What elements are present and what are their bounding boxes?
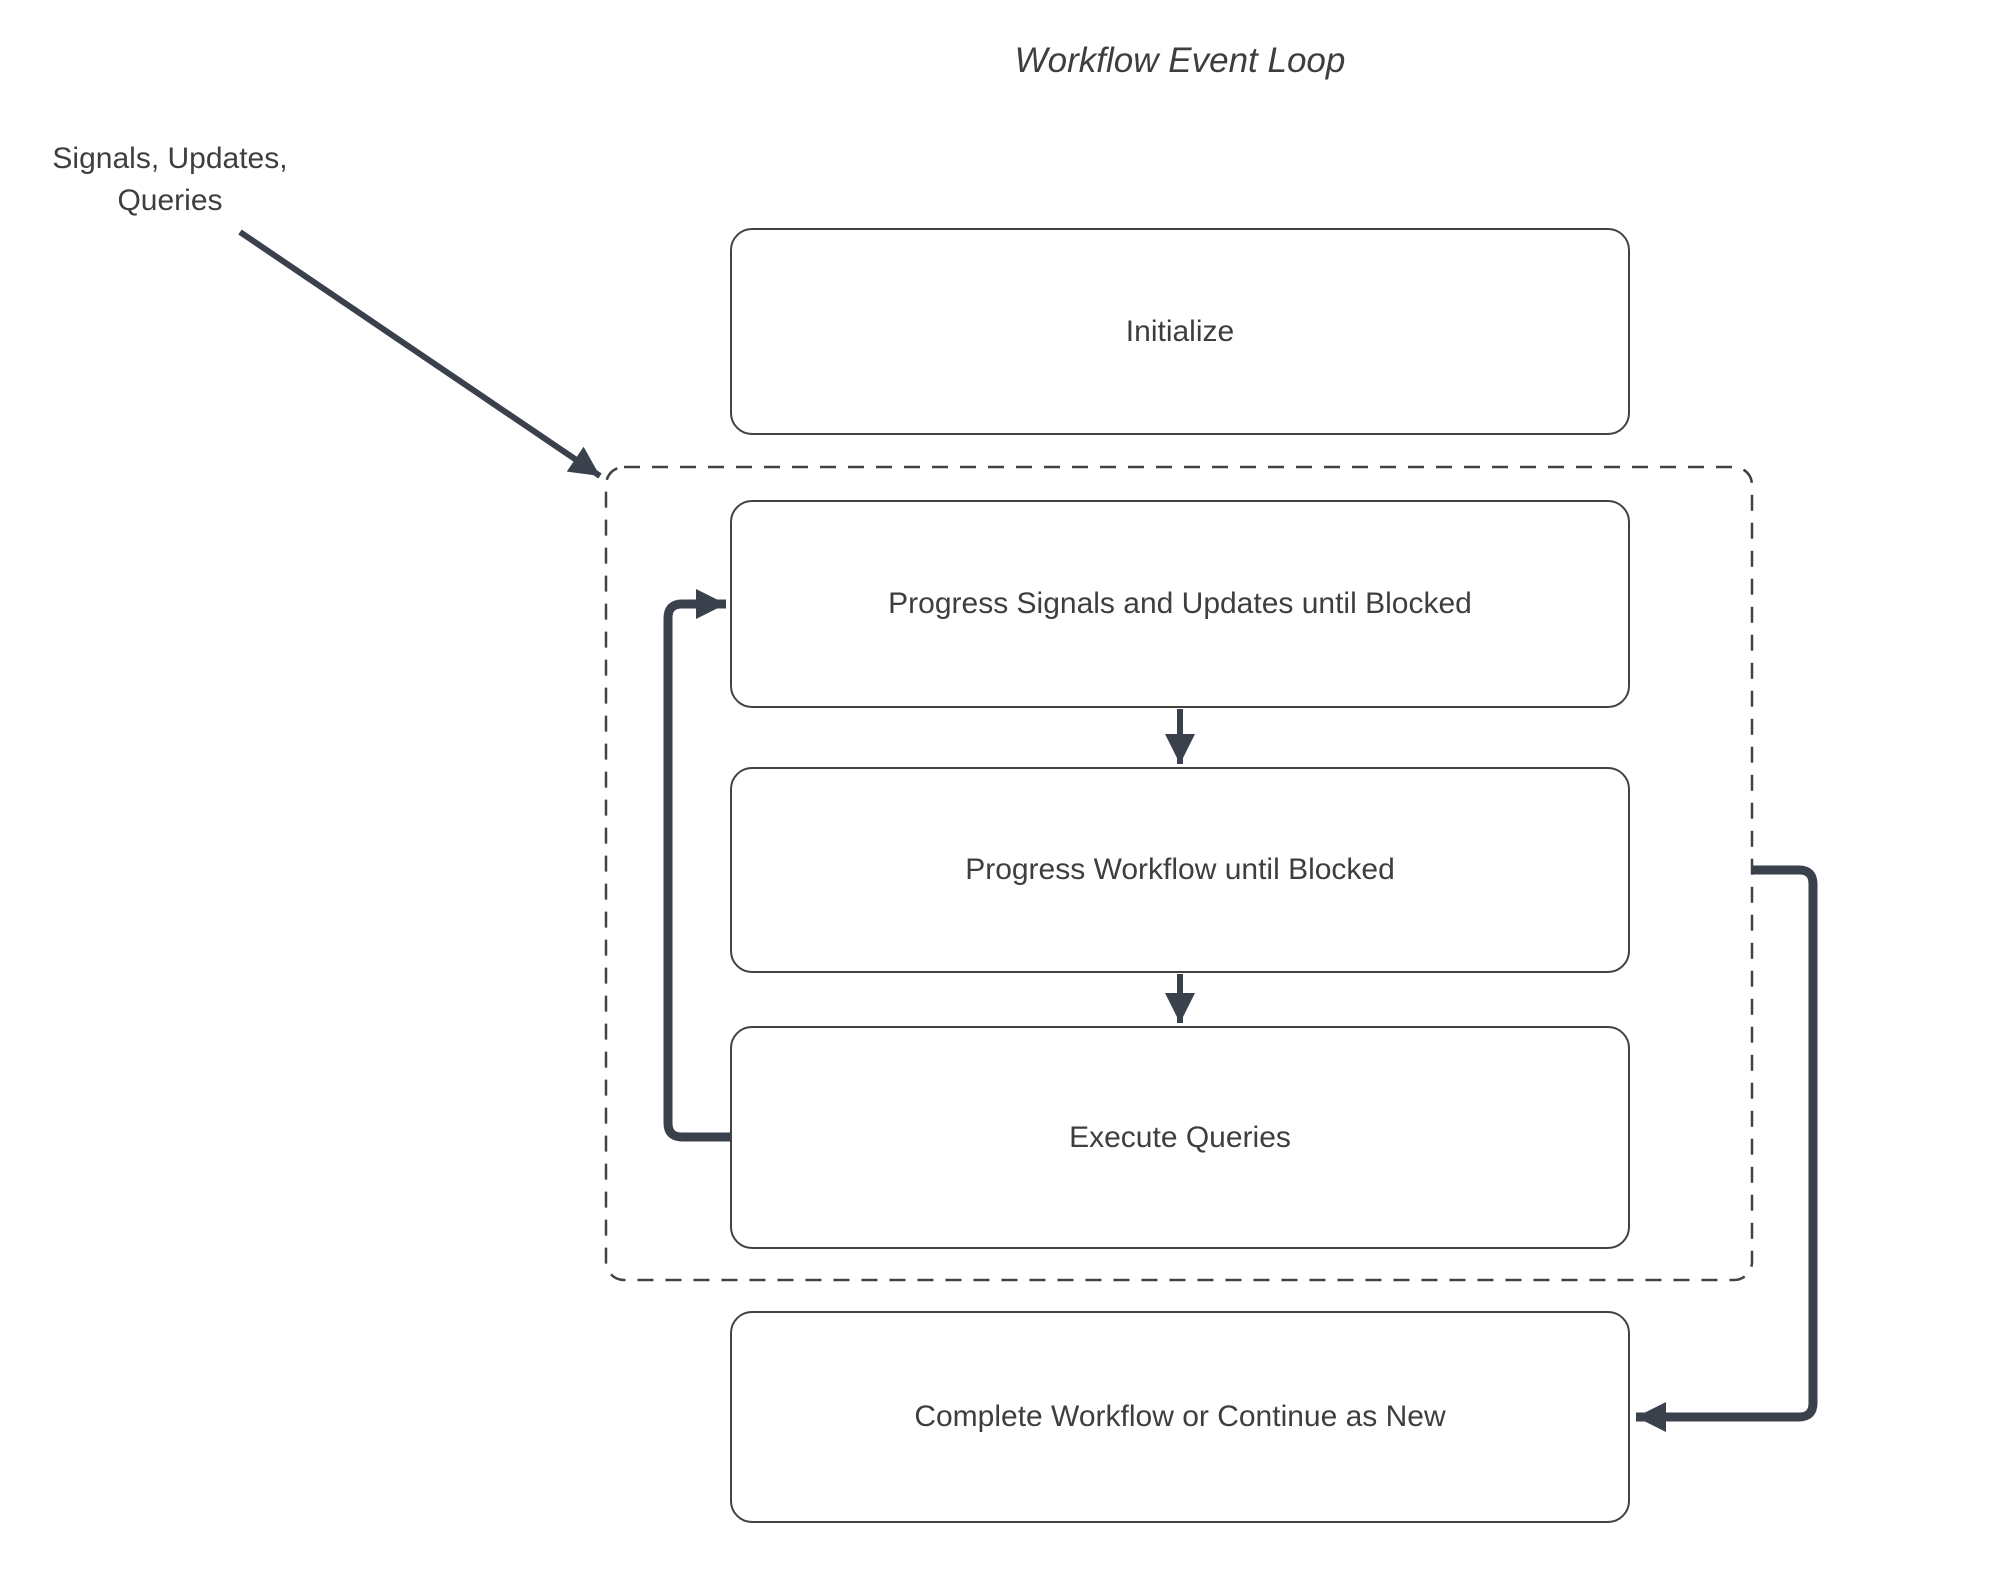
external-inputs-label: Signals, Updates, Queries <box>20 138 320 222</box>
edge-group-to-complete <box>1636 865 1818 1432</box>
external-inputs-label-line1: Signals, Updates, <box>52 142 288 175</box>
external-inputs-label-line2: Queries <box>117 184 223 217</box>
node-progress-workflow: Progress Workflow until Blocked <box>730 767 1630 973</box>
node-execute-queries: Execute Queries <box>730 1026 1630 1249</box>
diagram-title: Workflow Event Loop <box>1014 41 1346 80</box>
edge-queries-loop-back-to-signals <box>663 589 730 1142</box>
edge-external-to-group <box>238 229 602 479</box>
node-initialize: Initialize <box>730 228 1630 435</box>
node-complete-workflow: Complete Workflow or Continue as New <box>730 1311 1630 1523</box>
node-progress-signals-and-updates: Progress Signals and Updates until Block… <box>730 500 1630 708</box>
